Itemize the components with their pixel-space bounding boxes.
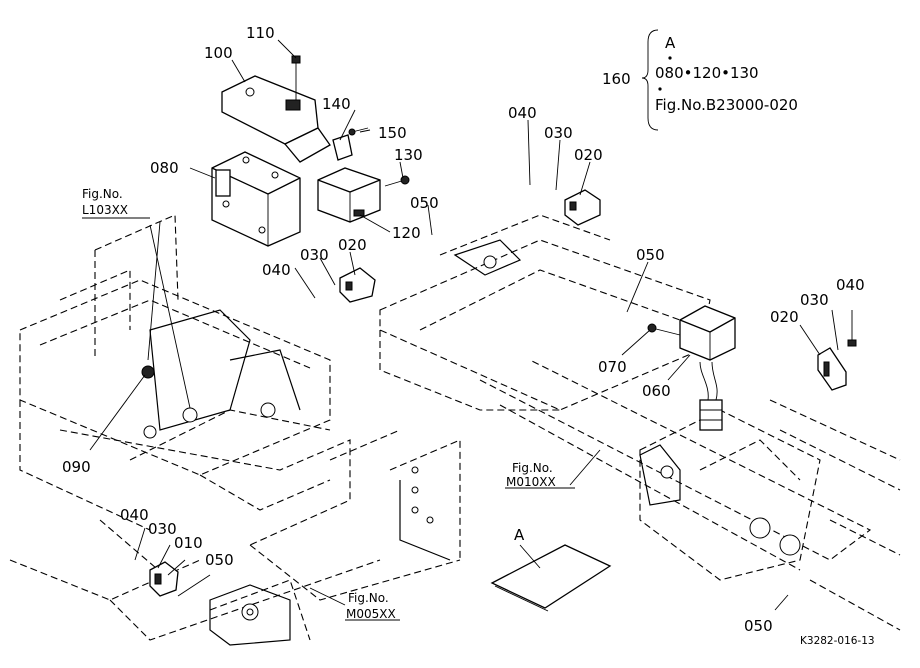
callout-100: 100 xyxy=(204,44,233,62)
ref-l103-bottom: L103XX xyxy=(82,203,128,217)
ref-m010-bottom: M010XX xyxy=(506,475,556,489)
callout-020-c: 020 xyxy=(770,308,799,326)
part-booklet-a xyxy=(490,544,612,612)
part-bracket-080 xyxy=(211,151,301,247)
callout-140: 140 xyxy=(322,95,351,113)
callout-numbers: 110 100 140 150 080 130 120 050 040 030 … xyxy=(62,24,865,635)
ref-m010: Fig.No. M010XX xyxy=(506,461,556,489)
callout-040-c: 040 xyxy=(836,276,865,294)
part-switch-020-right xyxy=(817,347,847,391)
part-clip-140 xyxy=(332,134,353,161)
callout-150: 150 xyxy=(378,124,407,142)
callout-040-d: 040 xyxy=(120,506,149,524)
part-cover-100 xyxy=(221,75,331,163)
ref-l103-top: Fig.No. xyxy=(82,187,123,201)
part-screw-040-right xyxy=(847,310,857,347)
part-switch-010 xyxy=(149,561,179,597)
legend-dot-2 xyxy=(658,87,662,91)
callout-110: 110 xyxy=(246,24,275,42)
ref-m005-bottom: M005XX xyxy=(346,607,396,621)
chassis-frame xyxy=(9,214,901,641)
callout-090: 090 xyxy=(62,458,91,476)
chassis-solid-lines xyxy=(143,239,801,646)
part-bolt-130 xyxy=(384,175,410,187)
part-switch-020-mid xyxy=(339,267,376,303)
legend-title: A xyxy=(665,34,676,52)
part-screw-150 xyxy=(348,127,369,136)
callout-040-a: 040 xyxy=(262,261,291,279)
ref-l103: Fig.No. L103XX xyxy=(82,187,128,217)
callout-050-b: 050 xyxy=(636,246,665,264)
part-bolt-070 xyxy=(647,323,681,336)
callout-040-b: 040 xyxy=(508,104,537,122)
legend-160: 160 A 080•120•130 Fig.No.B23000-020 xyxy=(602,29,798,131)
callout-120: 120 xyxy=(392,224,421,242)
drawing-code: K3282-016-13 xyxy=(800,635,875,647)
callout-080: 080 xyxy=(150,159,179,177)
callout-160: 160 xyxy=(602,70,631,88)
callout-020-a: 020 xyxy=(338,236,367,254)
ref-m005: Fig.No. M005XX xyxy=(346,591,396,621)
booklet-label: A xyxy=(514,526,525,544)
callout-010: 010 xyxy=(174,534,203,552)
callout-030-b: 030 xyxy=(544,124,573,142)
callout-030-a: 030 xyxy=(300,246,329,264)
part-switch-020-top xyxy=(564,189,601,226)
legend-line1: 080•120•130 xyxy=(655,64,759,82)
callout-070: 070 xyxy=(598,358,627,376)
callout-030-d: 030 xyxy=(148,520,177,538)
part-regulator-060 xyxy=(679,305,736,431)
callout-050-c: 050 xyxy=(205,551,234,569)
legend-line2: Fig.No.B23000-020 xyxy=(655,96,798,114)
leader-lines xyxy=(82,39,839,621)
ref-m005-top: Fig.No. xyxy=(348,591,389,605)
part-relay-120 xyxy=(317,167,381,223)
part-screw-110 xyxy=(285,55,301,111)
callout-050-a: 050 xyxy=(410,194,439,212)
callout-030-c: 030 xyxy=(800,291,829,309)
ref-m010-top: Fig.No. xyxy=(512,461,553,475)
legend-dot-1 xyxy=(668,56,672,60)
callout-050-d: 050 xyxy=(744,617,773,635)
callout-060: 060 xyxy=(642,382,671,400)
callout-130: 130 xyxy=(394,146,423,164)
callout-020-b: 020 xyxy=(574,146,603,164)
